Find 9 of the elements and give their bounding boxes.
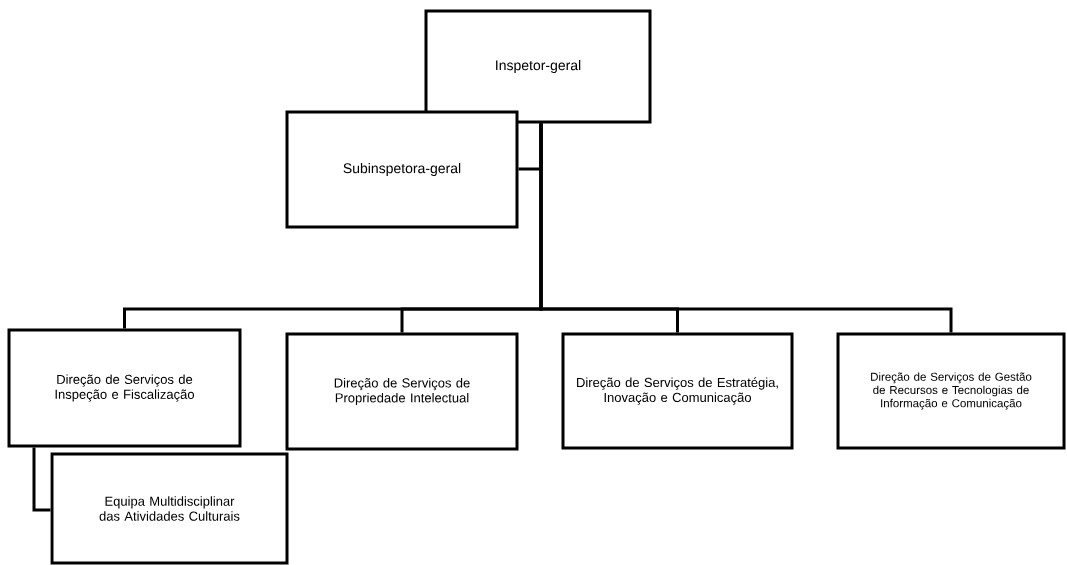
org-box: Equipa Multidisciplinar das Atividades Culturais bbox=[50, 452, 289, 565]
org-box: Direção de Serviços de Inspeção e Fiscalização bbox=[7, 328, 242, 448]
org-box: Direção de Serviços de Propriedade Intelectual bbox=[285, 332, 519, 451]
connector-line bbox=[32, 447, 51, 512]
org-box: Subinspetora-geral bbox=[285, 110, 519, 229]
org-box: Direção de Serviços de Estratégia, Inovação e Comunicação bbox=[561, 332, 794, 450]
org-box: Inspetor-geral bbox=[424, 9, 652, 124]
org-box: Direção de Serviços de Gestão de Recursos e Tecnologias de Informação e Comunicação bbox=[836, 332, 1066, 450]
connector-line bbox=[539, 123, 953, 333]
